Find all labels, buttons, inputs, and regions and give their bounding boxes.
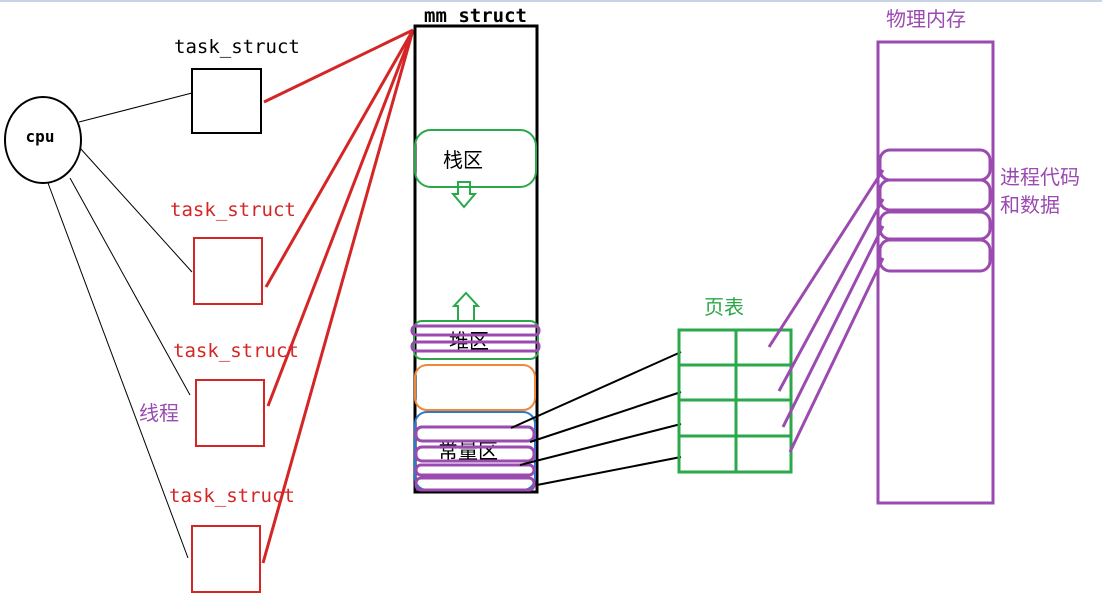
physical-page-2: [878, 178, 992, 212]
page-table-grid: [677, 328, 793, 474]
arrow-down-icon: [450, 181, 478, 209]
pagetable-to-physical-links: [767, 169, 885, 453]
mm-pointer-2: [264, 29, 415, 288]
task-box-2: [193, 237, 263, 305]
cpu-label: cpu: [26, 127, 55, 146]
mm-pointer-3: [266, 29, 415, 407]
stack-label: 栈区: [443, 148, 483, 172]
task-label-2: task_struct: [170, 199, 296, 221]
heap-band-2: [410, 340, 541, 353]
vmap-link-2: [529, 391, 682, 443]
cpu-circle: [4, 96, 82, 184]
thread-label: 线程: [139, 401, 179, 425]
data-region: [414, 364, 536, 411]
pmap-link-3: [781, 225, 885, 428]
cpu-link-1: [78, 92, 193, 123]
vmap-link-3: [519, 423, 682, 466]
mm-title: mm_struct: [424, 5, 527, 27]
virtual-to-pagetable-links: [510, 351, 682, 486]
task-box-4: [191, 525, 261, 593]
stack-region: [414, 129, 537, 188]
physical-page-4: [878, 238, 992, 273]
physical-page-3: [878, 210, 992, 241]
page-table-title: 页表: [704, 295, 744, 319]
task-mm-pointers: [261, 28, 415, 564]
vmap-link-1: [510, 351, 682, 429]
task-label-1: task_struct: [174, 36, 300, 58]
vmap-link-4: [536, 456, 682, 486]
const-band-2: [414, 445, 536, 463]
arrow-up-icon: [451, 291, 481, 320]
pmap-link-4: [788, 257, 885, 453]
process-code-label-line1: 进程代码: [1000, 165, 1080, 189]
cpu-node: cpu: [4, 96, 82, 184]
cpu-links: [47, 92, 193, 559]
task-label-3: task_struct: [173, 340, 299, 362]
task-box-3: [195, 379, 265, 447]
physical-memory-box: [876, 40, 995, 505]
cpu-link-4: [47, 182, 189, 559]
const-label: 常量区: [438, 439, 498, 463]
task-box-1: [191, 68, 262, 134]
pmap-link-2: [777, 198, 885, 392]
task-label-4: task_struct: [169, 485, 295, 507]
physical-memory-title: 物理内存: [886, 7, 966, 31]
heap-region-outline: [413, 320, 539, 360]
const-band-1: [414, 425, 536, 443]
const-band-4: [414, 476, 536, 492]
process-code-label-line2: 和数据: [1000, 193, 1060, 217]
pmap-link-1: [767, 169, 885, 348]
top-border: [0, 0, 1102, 2]
heap-band-1: [410, 324, 541, 337]
mm-pointer-4: [261, 29, 415, 564]
cpu-link-2: [79, 147, 193, 273]
cpu-link-3: [69, 177, 191, 396]
physical-page-1: [878, 148, 992, 182]
mm-pointer-1: [263, 28, 414, 104]
mm-struct-box: [413, 24, 539, 494]
const-band-3: [414, 463, 536, 477]
